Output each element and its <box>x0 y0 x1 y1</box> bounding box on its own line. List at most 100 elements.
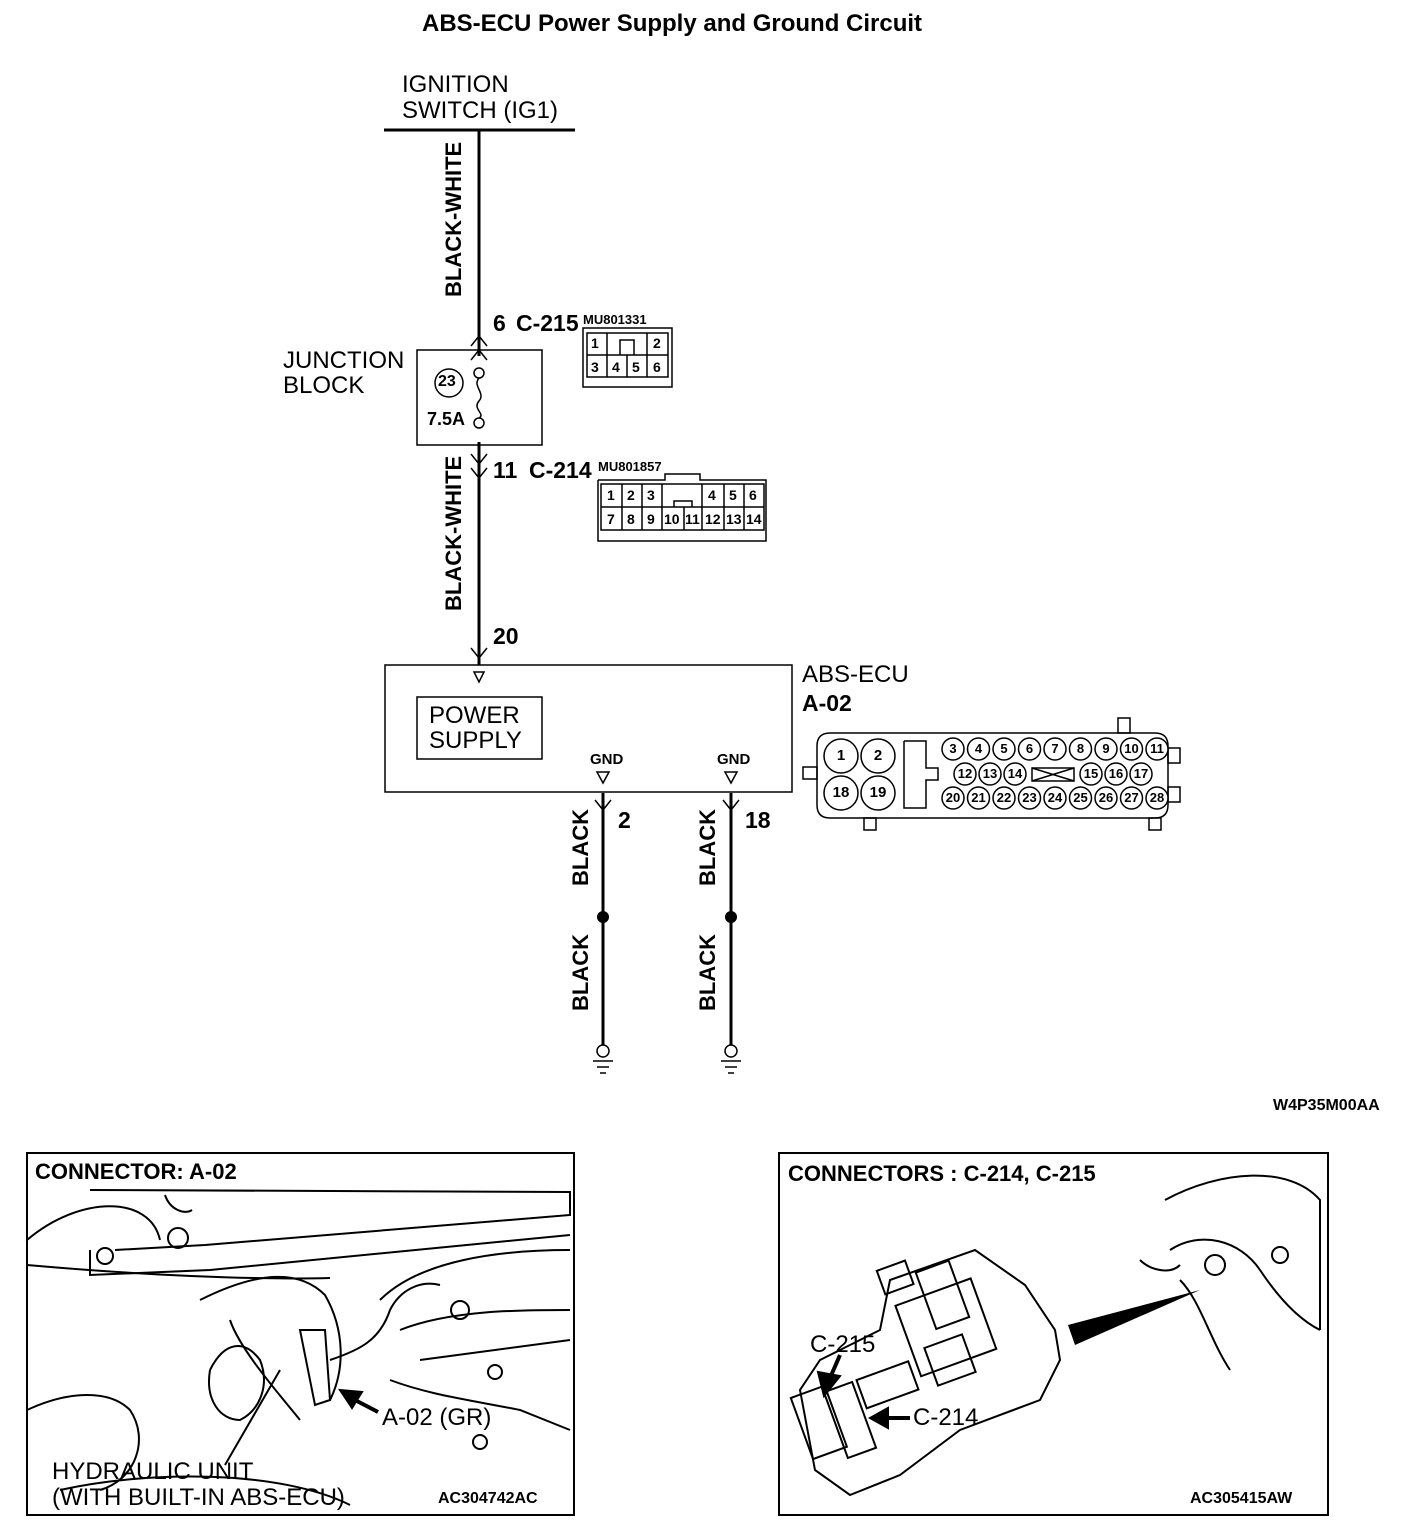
a02-pin-circle <box>1145 786 1169 810</box>
a02-pin-circle <box>1094 737 1118 761</box>
a02-pin-circle <box>941 737 965 761</box>
a02-pin-circle <box>1017 786 1042 810</box>
c214-pin-label: 12 <box>705 511 721 527</box>
a02-pin-label: 6 <box>1025 740 1034 756</box>
ecu-connector-id: A-02 <box>802 690 852 716</box>
a02-pin-label: 11 <box>1150 740 1164 756</box>
a02-pin-label: 9 <box>1102 740 1110 756</box>
wire-color-ground-2b: BLACK <box>695 934 720 1011</box>
c215-pin-label: 6 <box>653 359 661 375</box>
a02-pin-label: 16 <box>1108 765 1124 781</box>
c215-connector-face <box>582 327 673 388</box>
a02-pin-label: 13 <box>982 765 998 781</box>
a02-pin-label: 19 <box>869 783 887 801</box>
junction-block-label-line1: JUNCTION <box>283 347 405 374</box>
hydraulic-unit-caption-2: (WITH BUILT-IN ABS-ECU) <box>52 1484 345 1511</box>
photo-left-code: AC304742AC <box>438 1490 538 1507</box>
a02-pin-circle <box>992 737 1016 761</box>
c214-pin-label: 13 <box>726 511 742 527</box>
a02-pin-label: 20 <box>945 789 961 805</box>
c215-connector-label: C-215 <box>516 310 579 336</box>
c214-pin-label: 3 <box>647 487 655 503</box>
junction-block-label-line2: BLOCK <box>283 372 365 399</box>
power-supply-label-line1: POWER <box>429 702 520 729</box>
c215-pin-label: 3 <box>591 359 599 375</box>
c214-pin-label: 2 <box>627 487 635 503</box>
a02-pin-label: 23 <box>1022 789 1037 805</box>
c215-callout: C-215 <box>810 1331 876 1358</box>
a02-pin-label: 12 <box>957 765 973 781</box>
power-supply-box <box>416 696 543 760</box>
c215-pin-label: 5 <box>632 359 640 375</box>
photo-right-heading: CONNECTORS : C-214, C-215 <box>788 1161 1096 1186</box>
a02-pin-label: 5 <box>1000 740 1008 756</box>
c214-pin-label: 8 <box>627 511 635 527</box>
a02-pin-label: 18 <box>832 783 850 801</box>
photo-right-code: AC305415AW <box>1190 1490 1293 1507</box>
splice-point-2 <box>725 911 737 923</box>
wire-color-upper: BLACK-WHITE <box>441 141 466 297</box>
ground-symbol-1 <box>593 1044 613 1074</box>
gnd-label-2: GND <box>717 751 751 768</box>
a02-pin-circle <box>823 738 859 774</box>
a02-pin-label: 15 <box>1083 765 1099 781</box>
c214-pin-label: 5 <box>729 487 737 503</box>
c214-pin-label: 4 <box>708 487 716 503</box>
a02-pin-circle <box>978 762 1002 786</box>
zoom-pointer <box>1068 1290 1200 1345</box>
a02-pin-circle <box>1068 737 1093 761</box>
a02-pin-circle <box>1079 762 1103 786</box>
a02-pin-circle <box>1129 762 1153 786</box>
ignition-label-line2: SWITCH (IG1) <box>402 97 558 124</box>
a02-pin-label: 1 <box>836 746 846 764</box>
a02-pin-circle <box>1043 737 1067 761</box>
a02-pin-circle <box>1068 786 1093 810</box>
a02-pin-label: 25 <box>1073 789 1088 805</box>
wire-color-ground-2a: BLACK <box>695 809 720 886</box>
wire-color-ground-1b: BLACK <box>568 934 593 1011</box>
c214-pin-label: 10 <box>664 511 680 527</box>
a02-pin-label: 4 <box>974 740 983 756</box>
a02-pin-circle <box>941 786 965 810</box>
a02-pin-circle <box>1094 786 1118 810</box>
c215-pin-label: 1 <box>591 335 599 351</box>
a02-pin-label: 26 <box>1098 789 1114 805</box>
fuse-rating: 7.5A <box>427 409 466 429</box>
c214-connector-face <box>597 473 767 542</box>
a02-pin-label: 28 <box>1149 789 1165 805</box>
c214-pin-label: 9 <box>647 511 655 527</box>
ecu-name: ABS-ECU <box>802 661 909 688</box>
a02-pin-circle <box>966 786 991 810</box>
power-supply-label-line2: SUPPLY <box>429 727 522 754</box>
a02-pin-label: 2 <box>873 746 883 764</box>
diagram-title: ABS-ECU Power Supply and Ground Circuit <box>422 10 923 37</box>
photo-frame-a02 <box>26 1152 575 1516</box>
c214-pin-number: 11 <box>493 457 518 483</box>
a02-pin-label: 3 <box>949 740 957 756</box>
photo-left-heading: CONNECTOR: A-02 <box>35 1159 237 1184</box>
a02-pin-circle <box>992 786 1016 810</box>
ground-pin-1: 2 <box>618 807 631 833</box>
a02-pin-label: 8 <box>1076 740 1085 756</box>
junction-block-sketch <box>789 1174 1321 1497</box>
a02-pin-label: 24 <box>1047 789 1063 805</box>
a02-pin-circle <box>823 775 859 811</box>
a02-pin-circle <box>966 737 991 761</box>
a02-connector-face <box>802 717 1181 831</box>
a02-pin-label: 21 <box>971 789 986 805</box>
a02-pin-label: 7 <box>1051 740 1059 756</box>
a02-pin-circle <box>953 762 977 786</box>
diagram-code: W4P35M00AA <box>1273 1097 1380 1114</box>
a02-pin-circle <box>1119 737 1144 761</box>
ecu-power-pin: 20 <box>493 623 519 649</box>
c215-pin-number: 6 <box>493 310 506 336</box>
a02-pin-circle <box>1043 786 1067 810</box>
ignition-label-line1: IGNITION <box>402 71 509 98</box>
a02-pin-circle <box>860 775 896 811</box>
c214-connector-label: C-214 <box>529 457 592 483</box>
c214-callout: C-214 <box>913 1404 979 1431</box>
fuse-symbol <box>434 367 485 429</box>
c215-part-number: MU801331 <box>583 312 647 327</box>
a02-callout: A-02 (GR) <box>382 1404 492 1431</box>
